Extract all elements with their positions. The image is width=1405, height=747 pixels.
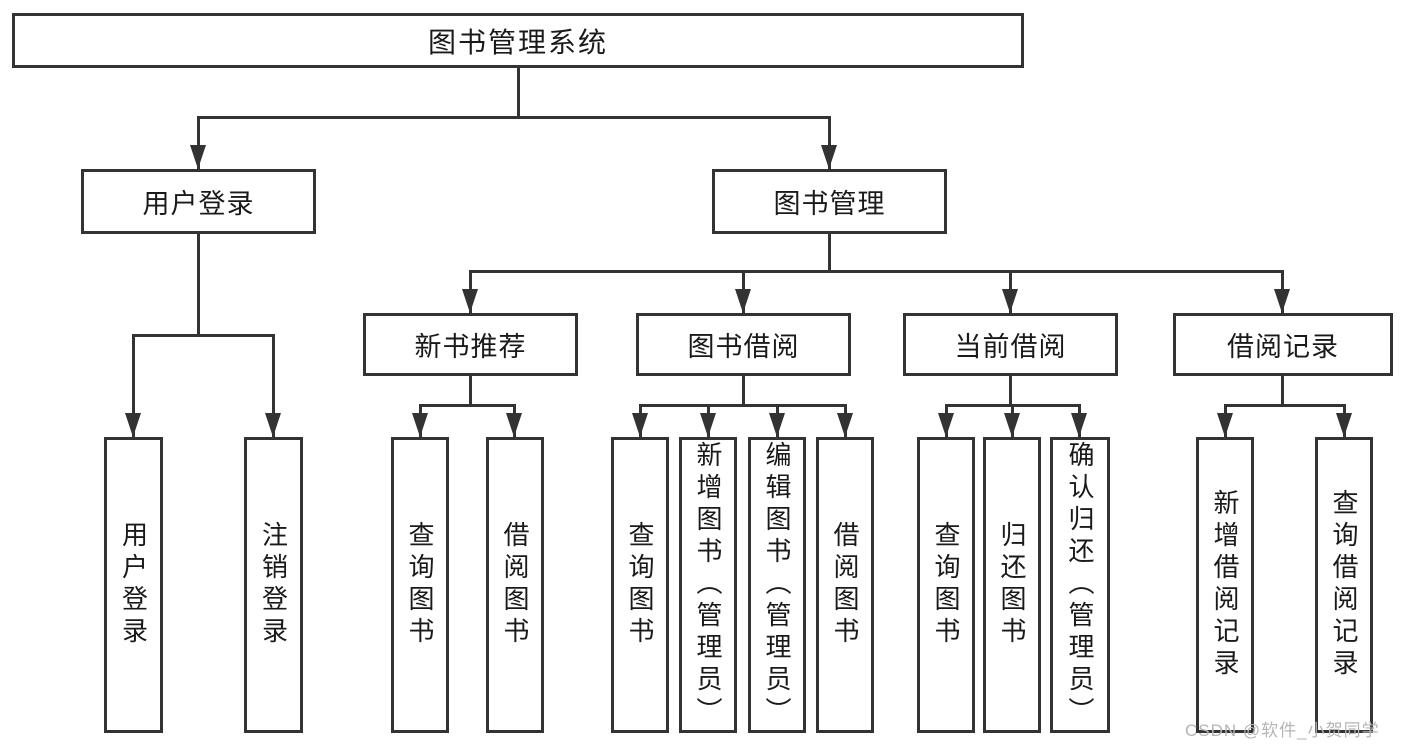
node-leaf-borrow-query-books: 查询图书 — [611, 437, 669, 733]
connector-line — [197, 234, 200, 336]
arrow-down-icon — [190, 145, 206, 169]
node-leaf-record-add-borrow-record-label: 新增借阅记录 — [1210, 489, 1240, 681]
node-leaf-record-query-borrow-record: 查询借阅记录 — [1315, 437, 1373, 733]
node-borrow-records-label: 借阅记录 — [1227, 332, 1339, 362]
arrow-down-icon — [506, 413, 522, 437]
connector-line — [132, 334, 135, 437]
node-leaf-current-query-books-label: 查询图书 — [931, 521, 961, 649]
node-leaf-newbook-query-books-label: 查询图书 — [405, 521, 435, 649]
connector-line — [742, 376, 745, 406]
node-new-book-recommend: 新书推荐 — [363, 313, 578, 376]
csdn-watermark: CSDN @软件_小贺同学 — [1185, 721, 1380, 740]
connector-line — [1224, 404, 1345, 407]
node-leaf-current-query-books: 查询图书 — [917, 437, 975, 733]
connector-line — [1281, 376, 1284, 406]
arrow-down-icon — [1071, 413, 1087, 437]
arrow-down-icon — [769, 413, 785, 437]
arrow-down-icon — [700, 413, 716, 437]
node-leaf-current-confirm-return-admin-label: 确认归还（管理员） — [1065, 441, 1095, 729]
node-library-system: 图书管理系统 — [12, 13, 1024, 68]
connector-line — [197, 116, 200, 169]
node-leaf-record-add-borrow-record: 新增借阅记录 — [1196, 437, 1254, 733]
node-leaf-logout-login-label: 注销登录 — [258, 521, 289, 649]
node-leaf-user-login: 用户登录 — [104, 437, 163, 733]
node-leaf-record-query-borrow-record-label: 查询借阅记录 — [1329, 489, 1359, 681]
arrow-down-icon — [632, 413, 648, 437]
connector-line — [517, 68, 520, 118]
connector-line — [639, 404, 846, 407]
arrow-down-icon — [1336, 413, 1352, 437]
node-leaf-newbook-query-books: 查询图书 — [391, 437, 449, 733]
arrow-down-icon — [125, 413, 141, 437]
arrow-down-icon — [1004, 413, 1020, 437]
node-leaf-borrow-query-books-label: 查询图书 — [625, 521, 655, 649]
connector-line — [469, 270, 1284, 273]
arrow-down-icon — [837, 413, 853, 437]
node-book-management-label: 图书管理 — [773, 189, 886, 219]
arrow-down-icon — [821, 145, 837, 169]
connector-line — [828, 234, 831, 272]
node-leaf-current-return-books-label: 归还图书 — [997, 521, 1027, 649]
node-user-login-label: 用户登录 — [142, 189, 255, 219]
node-borrow-records: 借阅记录 — [1173, 313, 1393, 376]
node-book-borrowing: 图书借阅 — [636, 313, 851, 376]
arrow-down-icon — [735, 289, 751, 313]
node-user-login: 用户登录 — [81, 169, 316, 234]
node-leaf-current-return-books: 归还图书 — [983, 437, 1041, 733]
arrow-down-icon — [1274, 289, 1290, 313]
node-library-system-label: 图书管理系统 — [427, 26, 608, 58]
node-leaf-borrow-add-books-admin-label: 新增图书（管理员） — [693, 441, 723, 729]
arrow-down-icon — [412, 413, 428, 437]
connector-line — [1009, 376, 1012, 406]
node-leaf-newbook-borrow-books-label: 借阅图书 — [500, 521, 530, 649]
arrow-down-icon — [462, 289, 478, 313]
connector-line — [197, 116, 831, 119]
arrow-down-icon — [265, 413, 281, 437]
arrow-down-icon — [1002, 289, 1018, 313]
node-leaf-borrow-edit-books-admin-label: 编辑图书（管理员） — [762, 441, 792, 729]
connector-line — [419, 404, 516, 407]
node-leaf-current-confirm-return-admin: 确认归还（管理员） — [1050, 437, 1110, 733]
node-leaf-logout-login: 注销登录 — [244, 437, 303, 733]
node-book-borrowing-label: 图书借阅 — [687, 332, 800, 362]
connector-line — [828, 116, 831, 169]
node-leaf-borrow-edit-books-admin: 编辑图书（管理员） — [748, 437, 806, 733]
arrow-down-icon — [938, 413, 954, 437]
node-leaf-user-login-label: 用户登录 — [118, 521, 149, 649]
node-leaf-newbook-borrow-books: 借阅图书 — [486, 437, 544, 733]
node-current-borrowing: 当前借阅 — [903, 313, 1118, 376]
connector-line — [132, 334, 274, 337]
node-book-management: 图书管理 — [712, 169, 947, 234]
node-new-book-recommend-label: 新书推荐 — [414, 332, 527, 362]
arrow-down-icon — [1217, 413, 1233, 437]
node-current-borrowing-label: 当前借阅 — [954, 332, 1067, 362]
connector-line — [469, 376, 472, 406]
connector-line — [272, 334, 275, 437]
node-leaf-borrow-borrow-books: 借阅图书 — [816, 437, 874, 733]
node-leaf-borrow-add-books-admin: 新增图书（管理员） — [679, 437, 737, 733]
node-leaf-borrow-borrow-books-label: 借阅图书 — [830, 521, 860, 649]
